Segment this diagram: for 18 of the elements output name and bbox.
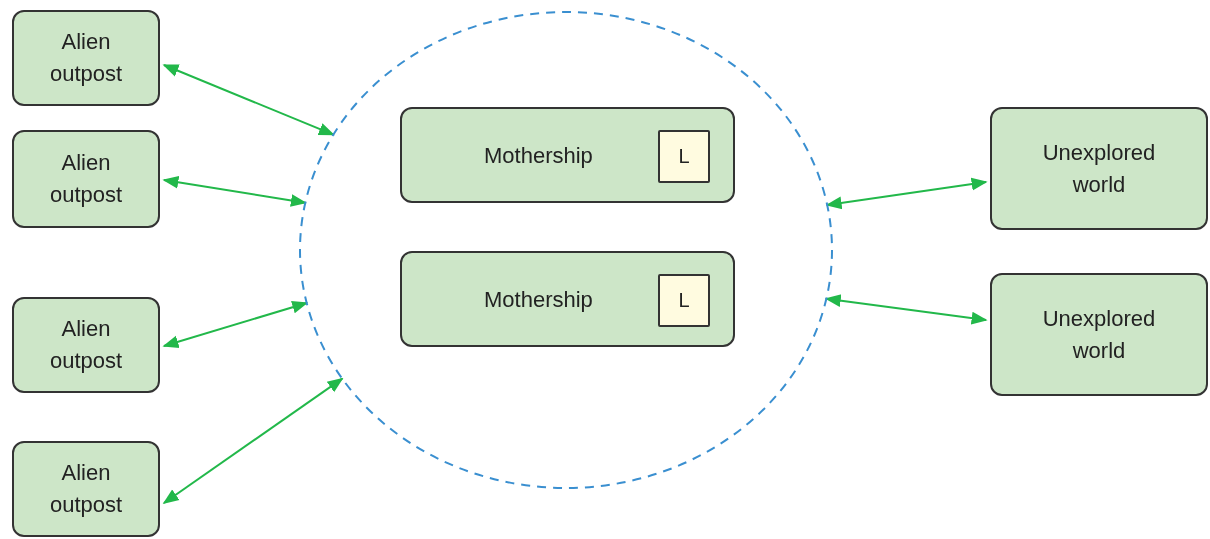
- label-square: L: [658, 274, 710, 327]
- rounded-box: Unexplored world: [990, 107, 1208, 230]
- group-box: [400, 251, 735, 347]
- label-square: L: [658, 130, 710, 183]
- arrow: [162, 175, 307, 207]
- box-title: Mothership: [484, 286, 593, 314]
- rounded-box: Alien outpost: [12, 10, 160, 106]
- arrow: [825, 177, 988, 210]
- group-box: [400, 107, 735, 203]
- arrow: [824, 294, 988, 325]
- rounded-box: Alien outpost: [12, 441, 160, 537]
- box-title: Mothership: [484, 142, 593, 170]
- rounded-box: Alien outpost: [12, 297, 160, 393]
- arrow: [162, 301, 309, 348]
- rounded-box: Alien outpost: [12, 130, 160, 228]
- arrow: [162, 377, 344, 504]
- arrow: [162, 64, 335, 136]
- rounded-box: Unexplored world: [990, 273, 1208, 396]
